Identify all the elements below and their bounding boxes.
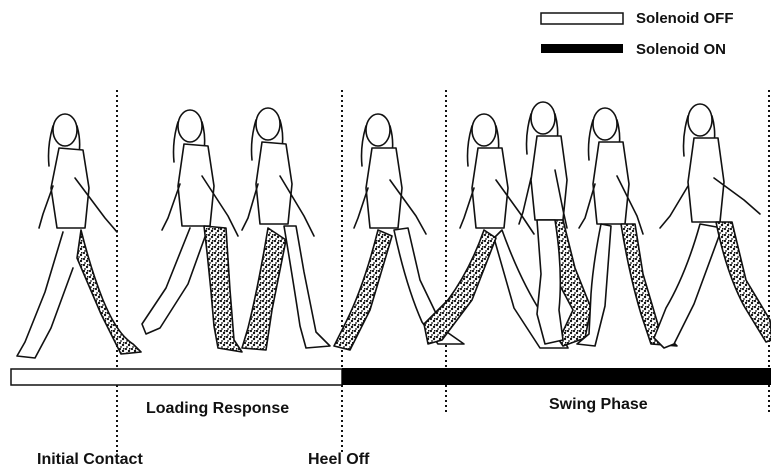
figure-8 (654, 104, 771, 348)
event-label-initial-contact: Initial Contact (37, 451, 143, 468)
legend-off-label: Solenoid OFF (636, 10, 734, 27)
solenoid-timeline (11, 368, 771, 385)
legend: Solenoid OFF Solenoid ON (541, 10, 734, 58)
event-label-heel-off: Heel Off (308, 451, 370, 468)
phase-label-loading-response: Loading Response (146, 400, 289, 417)
legend-off-swatch (541, 13, 623, 24)
legend-on-label: Solenoid ON (636, 41, 726, 58)
walking-figures (17, 102, 771, 358)
solenoid-on-bar (342, 368, 771, 385)
figure-3 (242, 108, 330, 350)
figure-1 (17, 114, 141, 358)
figure-2 (142, 110, 242, 352)
legend-on-swatch (541, 44, 623, 53)
solenoid-off-bar (11, 369, 342, 385)
figure-7 (577, 108, 677, 346)
phase-label-swing-phase: Swing Phase (549, 396, 648, 413)
